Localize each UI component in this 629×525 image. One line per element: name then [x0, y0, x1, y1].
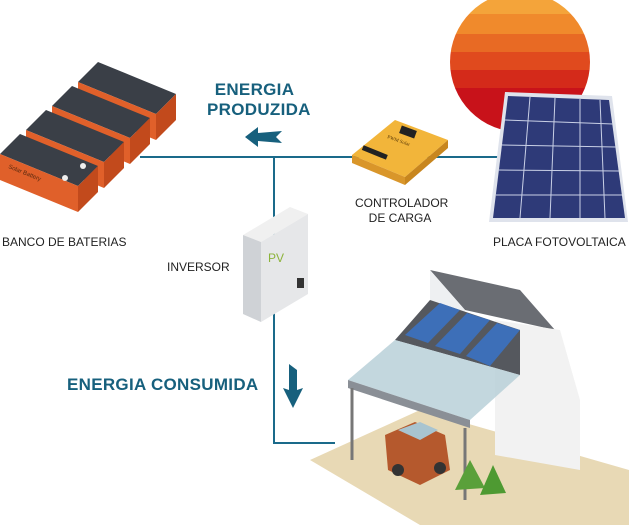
- charge-controller-icon: PWM Solar: [352, 120, 448, 185]
- energy-consumed-label: ENERGIA CONSUMIDA: [67, 375, 259, 394]
- solar-panel-icon: [489, 92, 628, 222]
- charge-controller-label: CONTROLADOR DE CARGA: [355, 196, 449, 226]
- battery-bank-icon: Solar Battery: [0, 62, 176, 212]
- battery-bank-label: BANCO DE BATERIAS: [2, 235, 127, 249]
- house-icon: [310, 270, 629, 525]
- energy-produced-label: ENERGIA PRODUZIDA: [207, 80, 311, 120]
- charge-controller-line1: CONTROLADOR: [355, 196, 449, 210]
- arrow-down-icon: [283, 364, 303, 408]
- inverter-icon: PV: [243, 207, 308, 322]
- solar-panel-label: PLACA FOTOVOLTAICA: [493, 235, 626, 249]
- energy-produced-line2: PRODUZIDA: [207, 100, 311, 119]
- inverter-brand-text: PV: [268, 251, 284, 265]
- charge-controller-line2: DE CARGA: [368, 211, 432, 225]
- inverter-label: INVERSOR: [167, 260, 230, 274]
- arrow-left-icon: [245, 127, 282, 147]
- energy-produced-line1: ENERGIA: [214, 80, 295, 99]
